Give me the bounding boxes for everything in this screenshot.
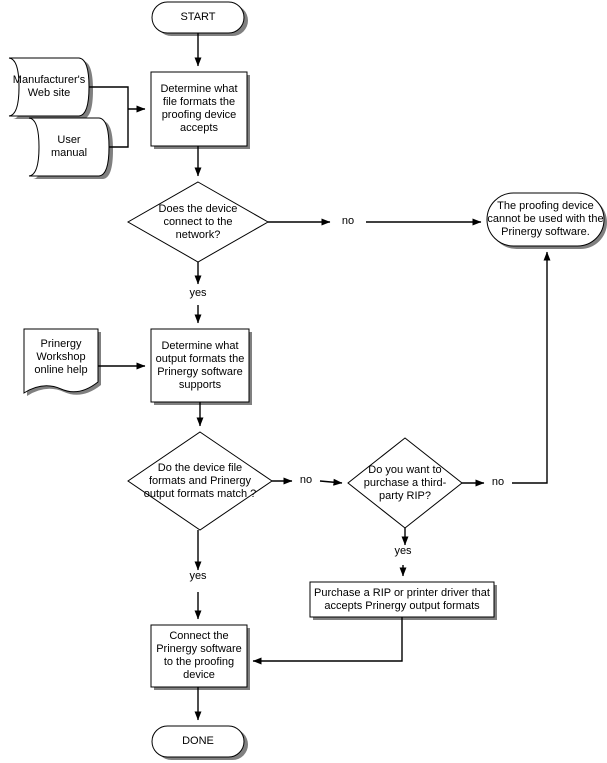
edge-match-no-segment-2 (319, 478, 343, 486)
start-node-shape (151, 1, 245, 34)
device-network-decision-shape (126, 181, 270, 263)
manufacturer-web-site-shape (8, 57, 90, 117)
user-manual-shape (28, 117, 110, 177)
edge-user-manual-to-determine-formats (109, 109, 129, 148)
purchase-rip-decision-shape (347, 437, 463, 529)
cannot-be-used-shape (486, 192, 605, 247)
done-node-shape (151, 725, 245, 758)
shadow-layer (13, 5, 607, 760)
edge-rip-action-to-connect-software (252, 617, 403, 665)
determine-output-formats-shape (150, 328, 250, 403)
prinergy-workshop-help-shape (23, 328, 99, 394)
edge-rip-no-segment-2 (512, 251, 551, 484)
purchase-rip-action-shape (309, 581, 495, 618)
edge-manufacturer-to-determine-formats (89, 86, 129, 109)
shape-layer (8, 1, 607, 760)
connect-software-shape (150, 624, 248, 688)
determine-file-formats-shape (150, 71, 248, 147)
formats-match-decision-shape (127, 431, 273, 531)
connector-layer (89, 33, 551, 721)
